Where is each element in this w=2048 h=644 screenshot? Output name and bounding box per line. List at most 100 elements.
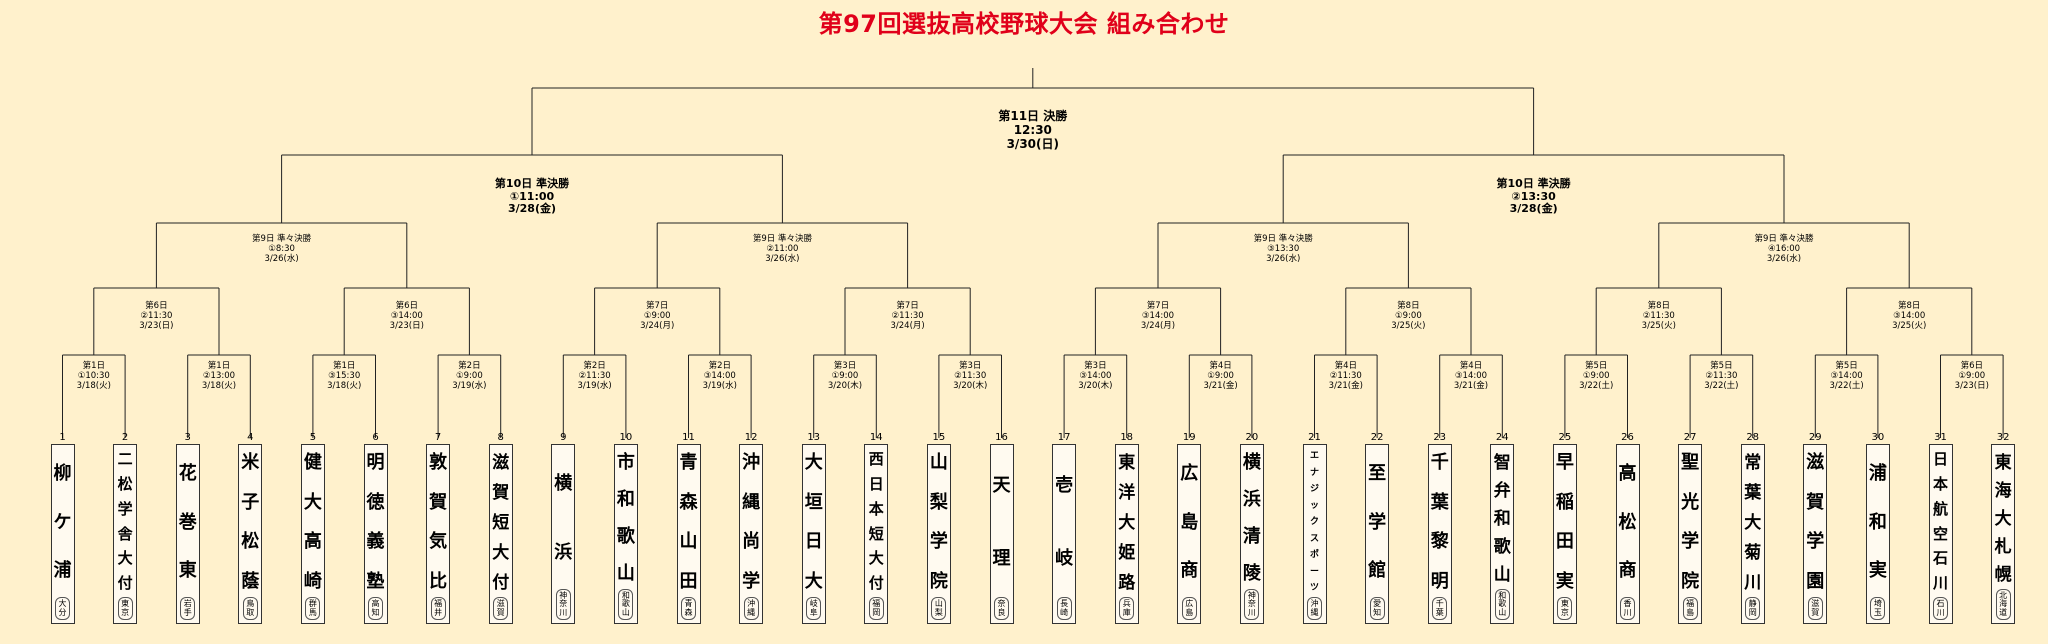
team-seed: 20 [1245,432,1259,443]
team-seed: 28 [1746,432,1760,443]
game-time: ③14:00 [1141,310,1175,321]
team-name: 敦賀気比 [429,452,448,593]
game-time: ①10:30 [77,370,110,381]
team-seed: 19 [1182,432,1196,443]
team-name: 横浜 [554,473,573,563]
team-prefecture: 福岡 [868,597,884,620]
team-name: 壱岐 [1055,475,1074,569]
game-day: 第10日 準決勝 [494,177,570,190]
game-time: 12:30 [1013,122,1052,137]
team-box: 横浜清陵神奈川 [1239,444,1264,624]
team-prefecture: 東京 [1557,597,1573,620]
game-time: ②11:30 [891,310,924,321]
team-name: エナジックスポーツ [1309,451,1319,594]
team-prefecture: 群馬 [305,597,321,620]
team-name: 柳ケ浦 [53,463,72,582]
game-day: 第8日 [1897,301,1921,311]
team-box: 米子松蔭鳥取 [238,444,263,624]
game-date: 3/22(土) [1579,380,1614,391]
game-time: ①8:30 [268,243,295,254]
game-date: 3/21(金) [1328,380,1363,391]
game-time: ③14:00 [1454,370,1488,381]
game-date: 3/21(金) [1453,380,1489,391]
game-date: 3/25(火) [1391,320,1426,331]
team-box: 浦和実埼玉 [1865,444,1890,624]
game-time: ③14:00 [1893,310,1926,321]
team-seed: 25 [1558,432,1572,443]
game-date: 3/18(火) [327,380,362,391]
team-name: 沖縄尚学 [742,452,761,593]
team-seed: 3 [184,432,191,443]
game-day: 第9日 準々決勝 [252,234,312,244]
game-time: ①9:00 [1958,370,1986,381]
team-name: 山梨学院 [929,452,948,593]
game-day: 第5日 [1835,361,1858,371]
game-time: ③13:30 [1267,243,1300,254]
team-prefecture: 静岡 [1745,597,1761,620]
game-day: 第1日 [332,361,356,371]
team-seed: 6 [372,432,379,443]
game-date: 3/26(水) [264,253,299,264]
game-time: ①9:00 [1582,370,1610,381]
game-date: 3/25(火) [1892,320,1927,331]
game-day: 第2日 [708,361,732,371]
game-date: 3/18(火) [76,380,111,391]
game-day: 第2日 [583,361,606,371]
team-name: 滋賀短大付 [492,453,510,594]
game-day: 第10日 準決勝 [1496,177,1571,190]
team-prefecture: 愛知 [1369,597,1385,620]
team-box: 東洋大姫路兵庫 [1114,444,1139,624]
team-prefecture: 兵庫 [1119,597,1135,620]
team-box: 西日本短大付福岡 [864,444,889,624]
team-box: 高松商香川 [1615,444,1640,624]
team-seed: 18 [1120,432,1134,443]
team-box: 千葉黎明千葉 [1427,444,1452,624]
team-name: 花巻東 [178,463,197,582]
team-box: 壱岐長崎 [1052,444,1077,624]
game-date: 3/20(木) [827,380,863,391]
game-day: 第1日 [82,361,106,371]
team-seed: 4 [247,432,254,443]
team-name: 常葉大菊川 [1744,453,1762,594]
team-seed: 15 [932,432,946,443]
team-box: 広島商広島 [1177,444,1202,624]
team-prefecture: 広島 [1181,597,1197,620]
team-prefecture: 埼玉 [1870,597,1886,620]
game-date: 3/28(金) [1509,202,1558,216]
team-name: 二松学舎大付 [117,450,133,593]
game-date: 3/28(金) [507,202,557,216]
team-box: 市和歌山和歌山 [613,444,638,624]
game-day: 第6日 [145,301,168,311]
team-box: 明徳義塾高知 [363,444,388,624]
team-name: 東洋大姫路 [1118,453,1136,594]
team-box: 滋賀学園滋賀 [1803,444,1828,624]
game-time: ②13:30 [1511,189,1556,203]
team-prefecture: 和歌山 [618,588,634,620]
game-day: 第7日 [1146,301,1170,311]
game-day: 第7日 [896,301,919,311]
team-box: 横浜神奈川 [551,444,576,624]
team-name: 東海大札幌 [1994,453,2012,585]
game-time: ②11:30 [1705,370,1738,381]
team-seed: 14 [869,432,883,443]
team-name: 横浜清陵 [1242,452,1261,584]
game-day: 第4日 [1459,361,1483,371]
team-prefecture: 福島 [1682,597,1698,620]
team-prefecture: 長崎 [1056,597,1072,620]
team-box: 智弁和歌山和歌山 [1490,444,1515,624]
game-day: 第3日 [833,361,857,371]
